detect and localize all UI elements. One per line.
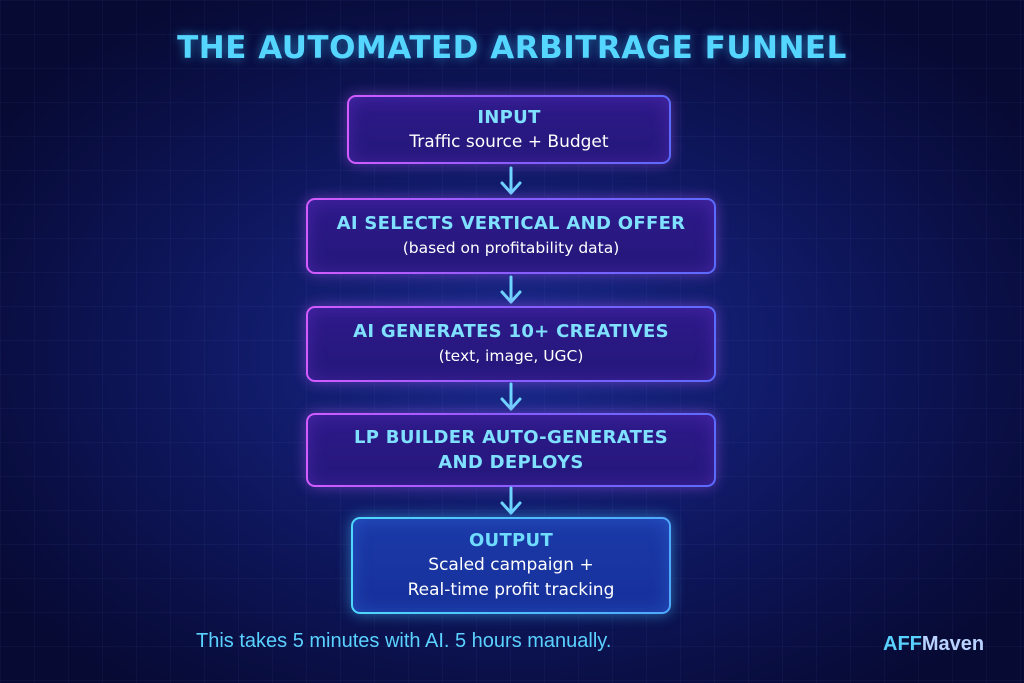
step-lp-builder-heading-line1: LP BUILDER AUTO-GENERATES — [353, 427, 669, 448]
arrow-down-icon — [500, 166, 522, 195]
footer-note: This takes 5 minutes with AI. 5 hours ma… — [196, 630, 612, 652]
brand-logo-part2: Maven — [921, 633, 985, 655]
step-select-offer-box: AI SELECTS VERTICAL AND OFFER (based on … — [306, 198, 716, 274]
step-output-box: OUTPUT Scaled campaign + Real-time profi… — [351, 517, 671, 614]
arrow-down-icon — [500, 486, 522, 515]
brand-logo-part1: AFF — [883, 633, 922, 655]
step-lp-builder-heading-line2: AND DEPLOYS — [438, 452, 584, 473]
step-output-detail-line2: Real-time profit tracking — [407, 580, 615, 600]
arrow-down-icon — [500, 382, 522, 411]
arrow-down-icon — [500, 275, 522, 304]
step-select-offer-heading: AI SELECTS VERTICAL AND OFFER — [336, 213, 686, 234]
diagram-title: THE AUTOMATED ARBITRAGE FUNNEL — [177, 30, 847, 66]
step-input-detail: Traffic source + Budget — [409, 131, 609, 152]
step-input-box: INPUT Traffic source + Budget — [347, 95, 671, 164]
step-output-heading: OUTPUT — [468, 530, 554, 551]
step-generate-creatives-heading: AI GENERATES 10+ CREATIVES — [353, 321, 669, 342]
step-input-heading: INPUT — [477, 106, 541, 128]
step-lp-builder-box: LP BUILDER AUTO-GENERATES AND DEPLOYS — [306, 413, 716, 487]
step-generate-creatives-box: AI GENERATES 10+ CREATIVES (text, image,… — [306, 306, 716, 382]
brand-logo: AFFMaven — [883, 633, 984, 656]
step-output-detail-line1: Scaled campaign + — [428, 555, 594, 575]
step-generate-creatives-detail: (text, image, UGC) — [438, 347, 584, 365]
step-select-offer-detail: (based on profitability data) — [402, 239, 620, 257]
